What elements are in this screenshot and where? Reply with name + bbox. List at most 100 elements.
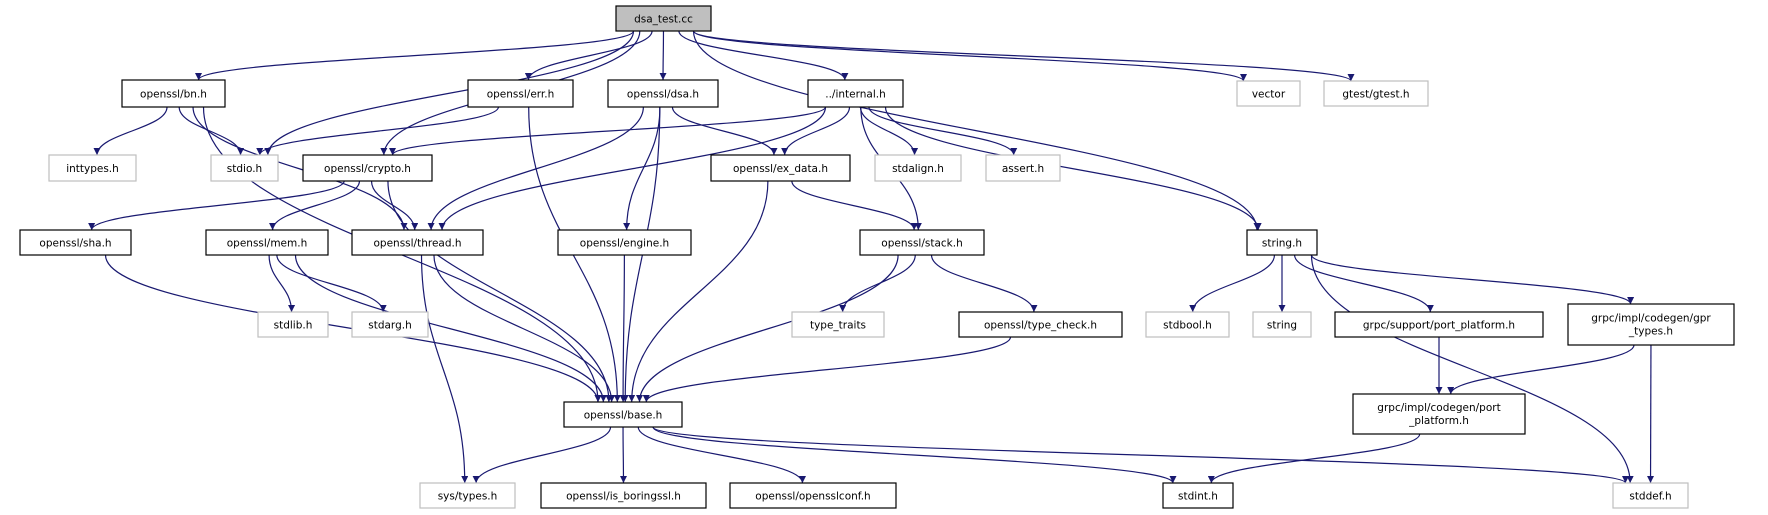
node-box <box>419 482 516 509</box>
node-label: assert.h <box>1002 163 1044 175</box>
node-internal[interactable]: ../internal.h <box>807 79 904 108</box>
node-box <box>985 154 1061 182</box>
node-vector: vector <box>1236 80 1301 107</box>
node-label: openssl/ex_data.h <box>733 163 828 175</box>
node-label: openssl/stack.h <box>881 238 962 250</box>
edge-gprtypes-to-codegenpp <box>1447 344 1635 395</box>
node-box <box>19 229 132 256</box>
node-box <box>302 154 433 182</box>
node-stddef: stddef.h <box>1612 482 1689 509</box>
node-box <box>557 229 692 256</box>
edge-dsa-to-thread <box>427 106 644 231</box>
node-mem[interactable]: openssl/mem.h <box>205 229 329 256</box>
node-box <box>958 311 1123 338</box>
edge-internal-to-exdata <box>781 106 851 156</box>
node-label: stdalign.h <box>892 163 944 175</box>
node-box <box>1334 311 1544 338</box>
edge-base-to-stddef <box>652 426 1629 484</box>
node-gtest: gtest/gtest.h <box>1323 80 1429 107</box>
node-crypto[interactable]: openssl/crypto.h <box>302 154 433 182</box>
node-label: gtest/gtest.h <box>1342 89 1409 101</box>
node-box <box>729 482 897 509</box>
node-box <box>351 229 484 256</box>
node-box <box>121 79 226 108</box>
node-engine[interactable]: openssl/engine.h <box>557 229 692 256</box>
node-opensslconf[interactable]: openssl/opensslconf.h <box>729 482 897 509</box>
node-box <box>205 229 329 256</box>
node-thread[interactable]: openssl/thread.h <box>351 229 484 256</box>
edge-internal-to-stringh <box>884 106 1262 231</box>
node-box <box>859 229 985 256</box>
node-stdint[interactable]: stdint.h <box>1162 482 1234 509</box>
edge-bn-to-stdio <box>178 106 245 156</box>
node-stdio: stdio.h <box>210 154 279 182</box>
node-box <box>1323 80 1429 107</box>
edge-base-to-systypes <box>472 426 612 484</box>
edge-root-to-gtest <box>692 30 1355 82</box>
node-box <box>1236 80 1301 107</box>
edge-internal-to-crypto <box>389 106 827 156</box>
node-stringh[interactable]: string.h <box>1246 229 1318 256</box>
node-box <box>48 154 137 182</box>
node-assert: assert.h <box>985 154 1061 182</box>
node-box <box>1352 393 1526 435</box>
node-root[interactable]: dsa_test.cc <box>615 5 712 32</box>
node-err[interactable]: openssl/err.h <box>467 79 574 108</box>
edge-dsa-to-exdata <box>671 106 778 156</box>
node-label: string.h <box>1262 238 1302 250</box>
node-stdbool: stdbool.h <box>1145 311 1230 338</box>
edge-engine-to-base <box>619 254 627 403</box>
edge-exdata-to-stack <box>791 180 918 231</box>
edge-stack-to-base <box>636 254 899 403</box>
node-stdalign: stdalign.h <box>874 154 962 182</box>
node-box <box>807 79 904 108</box>
node-label: openssl/dsa.h <box>627 89 699 101</box>
node-grpcsupport[interactable]: grpc/support/port_platform.h <box>1334 311 1544 338</box>
node-sha[interactable]: openssl/sha.h <box>19 229 132 256</box>
edge-mem-to-stdlib <box>268 254 296 313</box>
edge-stack-to-typecheck <box>930 254 1038 313</box>
node-label: grpc/impl/codegen/gpr_types.h <box>1591 313 1711 338</box>
node-label: string <box>1267 320 1297 332</box>
node-label: openssl/type_check.h <box>984 320 1097 332</box>
node-codegenpp[interactable]: grpc/impl/codegen/port_platform.h <box>1352 393 1526 435</box>
edge-typecheck-to-base <box>642 336 1012 403</box>
node-box <box>791 311 885 338</box>
node-bn[interactable]: openssl/bn.h <box>121 79 226 108</box>
edge-root-to-stdio <box>264 30 635 156</box>
edge-mem-to-stdarg <box>276 254 387 313</box>
node-base[interactable]: openssl/base.h <box>563 401 683 428</box>
node-label: openssl/base.h <box>584 410 663 422</box>
node-label: stdio.h <box>227 163 262 175</box>
node-label: type_traits <box>810 320 866 332</box>
edge-root-to-err <box>524 30 653 81</box>
node-label: stdbool.h <box>1163 320 1212 332</box>
node-box <box>607 79 719 108</box>
node-box <box>210 154 279 182</box>
node-box <box>1162 482 1234 509</box>
edge-base-to-opensslconf <box>637 426 806 484</box>
edge-root-to-bn <box>195 30 635 81</box>
node-stack[interactable]: openssl/stack.h <box>859 229 985 256</box>
edge-thread-to-base <box>433 254 616 403</box>
node-typecheck[interactable]: openssl/type_check.h <box>958 311 1123 338</box>
node-box <box>563 401 683 428</box>
node-label: openssl/crypto.h <box>324 163 411 175</box>
edge-internal-to-assert <box>868 106 1018 156</box>
node-isboring[interactable]: openssl/is_boringssl.h <box>540 482 707 509</box>
edge-stringh-to-stddef <box>1310 254 1634 484</box>
node-box <box>1252 311 1312 338</box>
node-box <box>1246 229 1318 256</box>
node-gprtypes[interactable]: grpc/impl/codegen/gpr_types.h <box>1567 303 1735 346</box>
node-exdata[interactable]: openssl/ex_data.h <box>710 154 851 182</box>
node-box <box>351 311 429 338</box>
edge-dsa-to-engine <box>623 106 661 231</box>
node-label: openssl/is_boringssl.h <box>566 491 681 503</box>
node-box <box>615 5 712 32</box>
node-box <box>1567 303 1735 346</box>
node-label: openssl/thread.h <box>373 238 461 250</box>
edge-codegenpp-to-stdint <box>1207 433 1421 484</box>
node-dsa[interactable]: openssl/dsa.h <box>607 79 719 108</box>
node-stdlib: stdlib.h <box>257 311 329 338</box>
